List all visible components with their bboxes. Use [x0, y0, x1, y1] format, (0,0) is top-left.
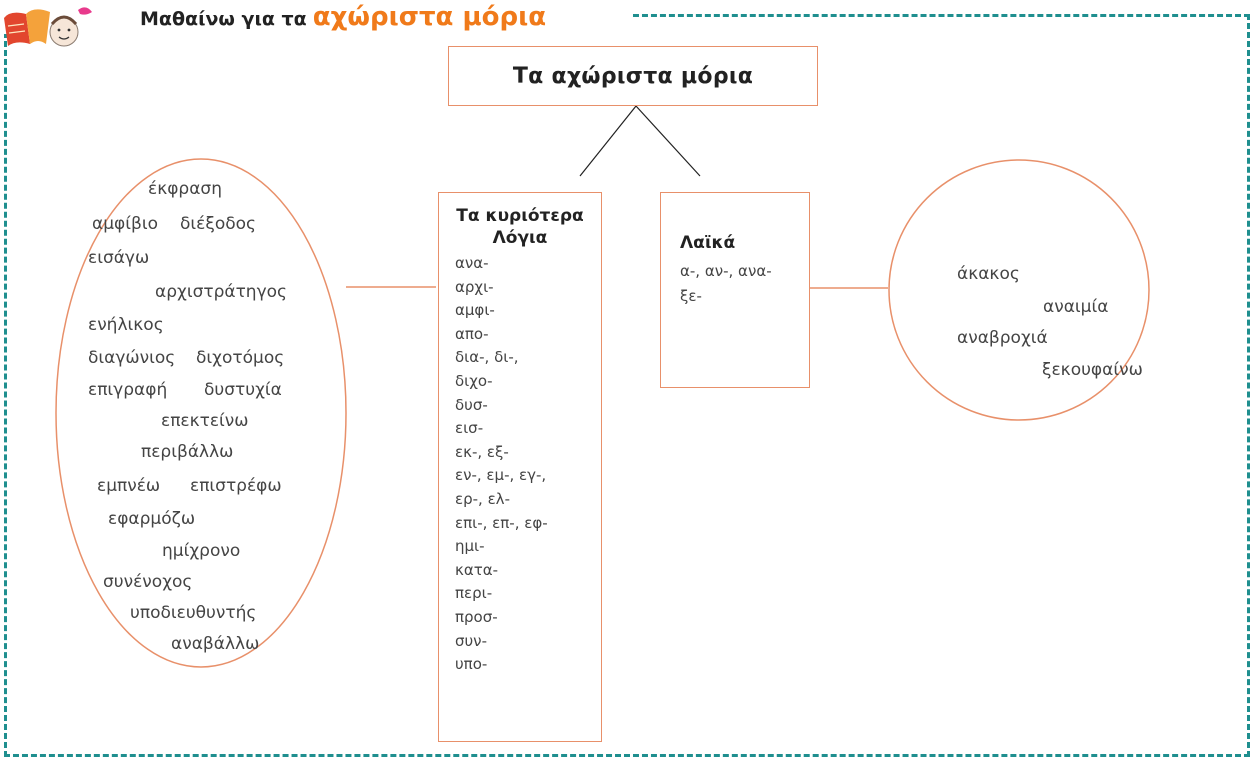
prefix-item: κατα- — [455, 560, 499, 579]
example-word: αρχιστράτηγος — [155, 282, 288, 302]
laika-prefix-list: α-, αν-, ανα- ξε- — [680, 259, 809, 309]
logia-branch-box: Τα κυριότερα Λόγια ανα- αρχι- αμφι- απο-… — [438, 192, 602, 742]
example-word: έκφραση — [148, 179, 222, 199]
prefix-item: υπο- — [455, 655, 488, 674]
example-word: επεκτείνω — [161, 411, 249, 431]
example-word: επιγραφή — [88, 380, 168, 400]
example-word: διέξοδος — [180, 214, 257, 234]
prefix-item: επι-, επ-, εφ- — [455, 513, 548, 532]
prefix-item: εισ- — [455, 419, 484, 438]
example-word: δυστυχία — [204, 380, 282, 400]
laika-branch-box: Λαϊκά α-, αν-, ανα- ξε- — [660, 192, 810, 388]
logia-title: Τα κυριότερα Λόγια — [456, 206, 584, 248]
prefix-item: δια-, δι-, — [455, 348, 519, 367]
root-node: Τα αχώριστα μόρια — [448, 46, 818, 106]
book-mascot-icon — [4, 7, 92, 47]
prefix-item: δυσ- — [455, 395, 488, 414]
prefix-item: εν-, εμ-, εγ-, — [455, 466, 547, 485]
laika-examples-circle — [888, 159, 1150, 421]
example-word: υποδιευθυντής — [130, 603, 257, 623]
root-title: Τα αχώριστα μόρια — [512, 63, 754, 89]
example-word: περιβάλλω — [141, 442, 234, 462]
example-word: εμπνέω — [97, 476, 161, 496]
example-word: εφαρμόζω — [108, 509, 196, 529]
logia-examples-ellipse — [55, 158, 347, 668]
example-word: επιστρέφω — [190, 476, 282, 496]
title-highlight: αχώριστα μόρια — [312, 2, 547, 32]
example-word: ξεκουφαίνω — [1042, 360, 1143, 380]
prefix-item: διχο- — [455, 371, 493, 390]
example-word: αμφίβιο — [92, 214, 158, 234]
example-word: ημίχρονο — [162, 541, 241, 561]
prefix-item: προσ- — [455, 607, 498, 626]
prefix-item: περι- — [455, 584, 493, 603]
example-word: διχοτόμος — [196, 348, 285, 368]
example-word: συνένοχος — [103, 572, 193, 592]
connector-root-to-logia — [579, 105, 637, 177]
connector-root-to-laika — [635, 105, 701, 177]
example-word: αναβροχιά — [957, 328, 1048, 348]
prefix-item: απο- — [455, 324, 489, 343]
example-word: διαγώνιος — [88, 348, 176, 368]
prefix-item: ερ-, ελ- — [455, 489, 510, 508]
prefix-item: α-, αν-, ανα- — [680, 262, 772, 280]
prefix-item: εκ-, εξ- — [455, 442, 509, 461]
prefix-item: ανα- — [455, 254, 489, 272]
example-word: αναιμία — [1043, 297, 1109, 317]
example-word: εισάγω — [88, 248, 150, 268]
prefix-item: αρχι- — [455, 277, 494, 296]
prefix-item: ημι- — [455, 537, 485, 556]
prefix-item: συν- — [455, 631, 487, 650]
prefix-item: ξε- — [680, 287, 702, 305]
laika-title: Λαϊκά — [680, 233, 736, 253]
example-word: άκακος — [957, 264, 1020, 284]
logia-prefix-list: ανα- αρχι- αμφι- απο- δια-, δι-, διχο- δ… — [455, 252, 601, 677]
example-word: ενήλικος — [88, 315, 164, 335]
prefix-item: αμφι- — [455, 301, 495, 320]
example-word: αναβάλλω — [171, 634, 260, 654]
